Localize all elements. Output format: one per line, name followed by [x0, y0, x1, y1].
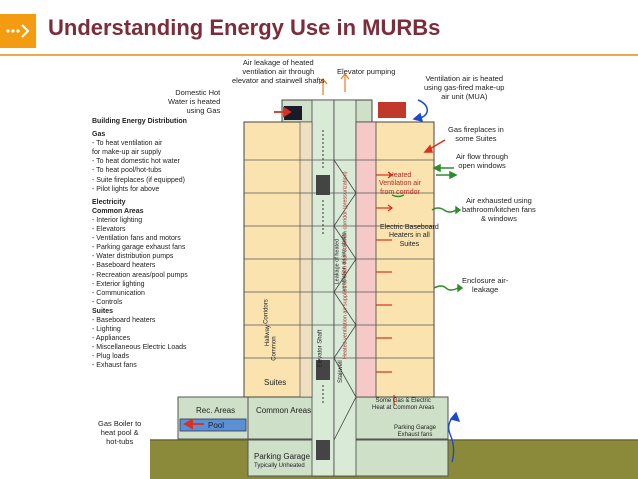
label-heated-supply: Heated ventilation air supplied to each …	[342, 171, 349, 360]
label-pool: Pool	[208, 421, 225, 430]
label-parking-garage: Parking Garage	[254, 452, 311, 461]
forward-arrow-icon	[0, 14, 36, 48]
header-bar	[0, 0, 638, 54]
label-common-areas: Common Areas	[256, 406, 312, 415]
shaft-leakage-arrows	[318, 73, 350, 95]
energy-distribution-list: Building Energy Distribution Gas - To he…	[92, 118, 188, 370]
elevator-cab	[316, 440, 330, 460]
boiler-heat-icon	[183, 418, 204, 430]
label-common: Common	[271, 336, 278, 361]
common-areas-heading: Common Areas	[92, 207, 144, 215]
elevator-cab	[316, 360, 330, 380]
corridor-column	[299, 121, 313, 398]
fireplace-heat-icon	[423, 139, 446, 153]
label-elevator-shaft: Elevator Shaft	[317, 329, 324, 368]
elevator-shaft	[311, 99, 335, 477]
mua-airflow-icon	[412, 99, 428, 123]
label-corridors: Corridors	[263, 299, 270, 324]
floor-lines	[244, 159, 434, 359]
label-rec-areas: Rec. Areas	[196, 406, 236, 415]
page-title: Understanding Energy Use in MURBs	[48, 15, 441, 40]
label-parking-note: Typically Unheated	[254, 463, 305, 469]
callout-enclosure-leakage: Enclosure air-leakage	[462, 276, 509, 294]
header-divider	[0, 54, 638, 56]
heated-supply-arrows	[376, 171, 393, 373]
label-suites: Suites	[264, 378, 287, 387]
dhw-arrow-icon	[274, 106, 292, 118]
stair-flights	[333, 159, 357, 441]
elevator-cab	[316, 175, 330, 195]
electricity-heading: Electricity	[92, 198, 126, 206]
supply-shaft	[355, 121, 377, 398]
label-stairwell: Stairwell	[337, 360, 344, 383]
parking-exhaust-icon	[447, 411, 461, 463]
window-airflow-icon	[432, 163, 458, 180]
exhaust-airflow-icon	[391, 194, 462, 215]
pool	[179, 418, 247, 432]
callout-elevator-pumping: Elevator pumping	[337, 67, 396, 76]
mua-unit	[378, 102, 406, 118]
enclosure-leakage-icon	[433, 283, 464, 293]
distribution-heading: Building Energy Distribution	[92, 118, 187, 125]
gas-heading: Gas	[92, 131, 106, 139]
label-hallway: Hallway	[264, 325, 271, 347]
suites-heading: Suites	[92, 307, 114, 315]
